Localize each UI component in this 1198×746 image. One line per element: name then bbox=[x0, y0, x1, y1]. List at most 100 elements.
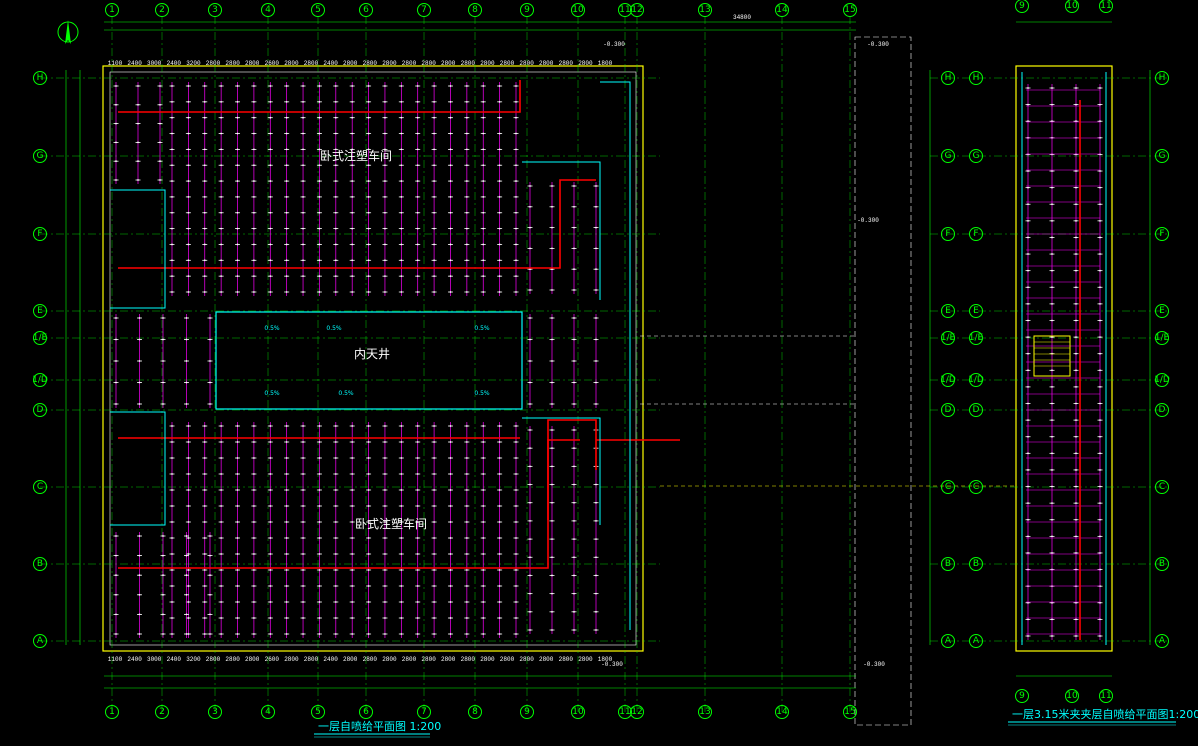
axis-bubble-B: B bbox=[1155, 557, 1169, 571]
svg-text:9: 9 bbox=[524, 5, 530, 15]
main-building-inner bbox=[109, 71, 637, 646]
axis-bubble-4: 4 bbox=[261, 3, 275, 17]
svg-text:F: F bbox=[973, 229, 978, 239]
svg-text:14: 14 bbox=[776, 707, 788, 717]
dimension-value: 3000 bbox=[147, 656, 162, 663]
dimension-value: 2800 bbox=[539, 656, 554, 663]
svg-text:1/E: 1/E bbox=[1155, 333, 1170, 343]
svg-text:5: 5 bbox=[315, 5, 321, 15]
dimension-value: 2800 bbox=[343, 60, 358, 67]
axis-bubble-15: 15 bbox=[843, 3, 857, 17]
dimension-value: 2800 bbox=[284, 60, 299, 67]
svg-text:11: 11 bbox=[619, 707, 630, 717]
axis-bubble-1/E: 1/E bbox=[33, 331, 48, 345]
svg-text:C: C bbox=[37, 482, 43, 492]
svg-text:D: D bbox=[945, 405, 952, 415]
elevation-mark: -0.300 bbox=[603, 41, 625, 48]
stair-icon bbox=[1033, 335, 1071, 377]
dimension-value: 2800 bbox=[206, 656, 221, 663]
axis-bubble-1/E: 1/E bbox=[1155, 331, 1170, 345]
svg-text:1/D: 1/D bbox=[1154, 375, 1170, 385]
axis-bubble-13: 13 bbox=[698, 3, 712, 17]
svg-text:A: A bbox=[945, 636, 952, 646]
svg-text:14: 14 bbox=[776, 5, 788, 15]
slope-label: 0.5% bbox=[474, 390, 490, 397]
svg-text:15: 15 bbox=[844, 5, 855, 15]
mezzanine-outline bbox=[1015, 65, 1113, 652]
svg-text:4: 4 bbox=[265, 5, 271, 15]
axis-bubble-1/D: 1/D bbox=[940, 373, 956, 387]
svg-text:G: G bbox=[37, 151, 44, 161]
svg-text:C: C bbox=[945, 482, 951, 492]
axis-bubble-15: 15 bbox=[843, 705, 857, 719]
axis-bubble-E: E bbox=[941, 304, 955, 318]
axis-bubble-6: 6 bbox=[359, 705, 373, 719]
axis-bubble-9: 9 bbox=[520, 3, 534, 17]
axis-bubble-11: 11 bbox=[1099, 689, 1113, 703]
svg-text:10: 10 bbox=[1066, 1, 1078, 11]
dimension-value: 3000 bbox=[147, 60, 162, 67]
axis-bubble-G: G bbox=[969, 149, 983, 163]
axis-bubble-1: 1 bbox=[105, 3, 119, 17]
walls bbox=[110, 72, 1107, 645]
dimension-value: 2400 bbox=[323, 656, 338, 663]
dimension-value: 2800 bbox=[382, 656, 397, 663]
axis-bubble-A: A bbox=[941, 634, 955, 648]
svg-text:E: E bbox=[945, 306, 951, 316]
dimension-value: 2800 bbox=[421, 656, 436, 663]
axis-bubble-C: C bbox=[969, 480, 983, 494]
dimension-value: 2800 bbox=[225, 60, 240, 67]
drawing-title-main: 一层自喷给平面图 1:200 bbox=[318, 720, 441, 733]
axis-bubble-H: H bbox=[941, 71, 955, 85]
svg-text:8: 8 bbox=[472, 707, 478, 717]
dimension-value: 2800 bbox=[304, 60, 319, 67]
sprinkler-field bbox=[113, 82, 1103, 640]
svg-text:G: G bbox=[1159, 151, 1166, 161]
main-building-outline bbox=[102, 65, 644, 652]
svg-text:G: G bbox=[945, 151, 952, 161]
svg-text:C: C bbox=[973, 482, 979, 492]
svg-text:7: 7 bbox=[421, 707, 427, 717]
svg-text:1/E: 1/E bbox=[969, 333, 984, 343]
axis-bubble-11: 11 bbox=[618, 3, 632, 17]
dimension-value: 2800 bbox=[245, 60, 260, 67]
svg-text:2: 2 bbox=[159, 707, 165, 717]
svg-text:11: 11 bbox=[1100, 1, 1111, 11]
dimension-value: 2800 bbox=[500, 656, 515, 663]
dimension-value: 2800 bbox=[363, 60, 378, 67]
axis-bubble-5: 5 bbox=[311, 3, 325, 17]
svg-text:13: 13 bbox=[699, 5, 710, 15]
slope-label: 0.5% bbox=[326, 325, 342, 332]
slope-label: 0.5% bbox=[474, 325, 490, 332]
svg-text:A: A bbox=[37, 636, 44, 646]
dimension-value: 2800 bbox=[402, 656, 417, 663]
dimension-value: 2800 bbox=[461, 60, 476, 67]
room-label-workshop-bottom: 卧式注塑车间 bbox=[355, 516, 427, 531]
axis-bubble-G: G bbox=[33, 149, 47, 163]
dimension-value: 2400 bbox=[127, 60, 142, 67]
axis-bubble-2: 2 bbox=[155, 3, 169, 17]
svg-text:10: 10 bbox=[572, 5, 584, 15]
dimension-value: 2400 bbox=[127, 656, 142, 663]
axis-bubble-12: 12 bbox=[630, 3, 644, 17]
dimension-value: 2800 bbox=[206, 60, 221, 67]
axis-bubble-14: 14 bbox=[775, 3, 789, 17]
axis-bubble-D: D bbox=[1155, 403, 1169, 417]
axis-bubble-8: 8 bbox=[468, 705, 482, 719]
dimension-value: 2800 bbox=[519, 656, 534, 663]
svg-text:11: 11 bbox=[1100, 691, 1111, 701]
svg-text:G: G bbox=[973, 151, 980, 161]
axis-bubble-E: E bbox=[1155, 304, 1169, 318]
axis-bubble-11: 11 bbox=[1099, 0, 1113, 13]
dimension-value: 2400 bbox=[323, 60, 338, 67]
svg-text:9: 9 bbox=[524, 707, 530, 717]
dimension-value: 2800 bbox=[480, 60, 495, 67]
axis-bubble-10: 10 bbox=[571, 3, 585, 17]
axis-bubble-9: 9 bbox=[1015, 0, 1029, 13]
axis-bubble-9: 9 bbox=[520, 705, 534, 719]
svg-text:10: 10 bbox=[572, 707, 584, 717]
svg-text:12: 12 bbox=[631, 5, 642, 15]
